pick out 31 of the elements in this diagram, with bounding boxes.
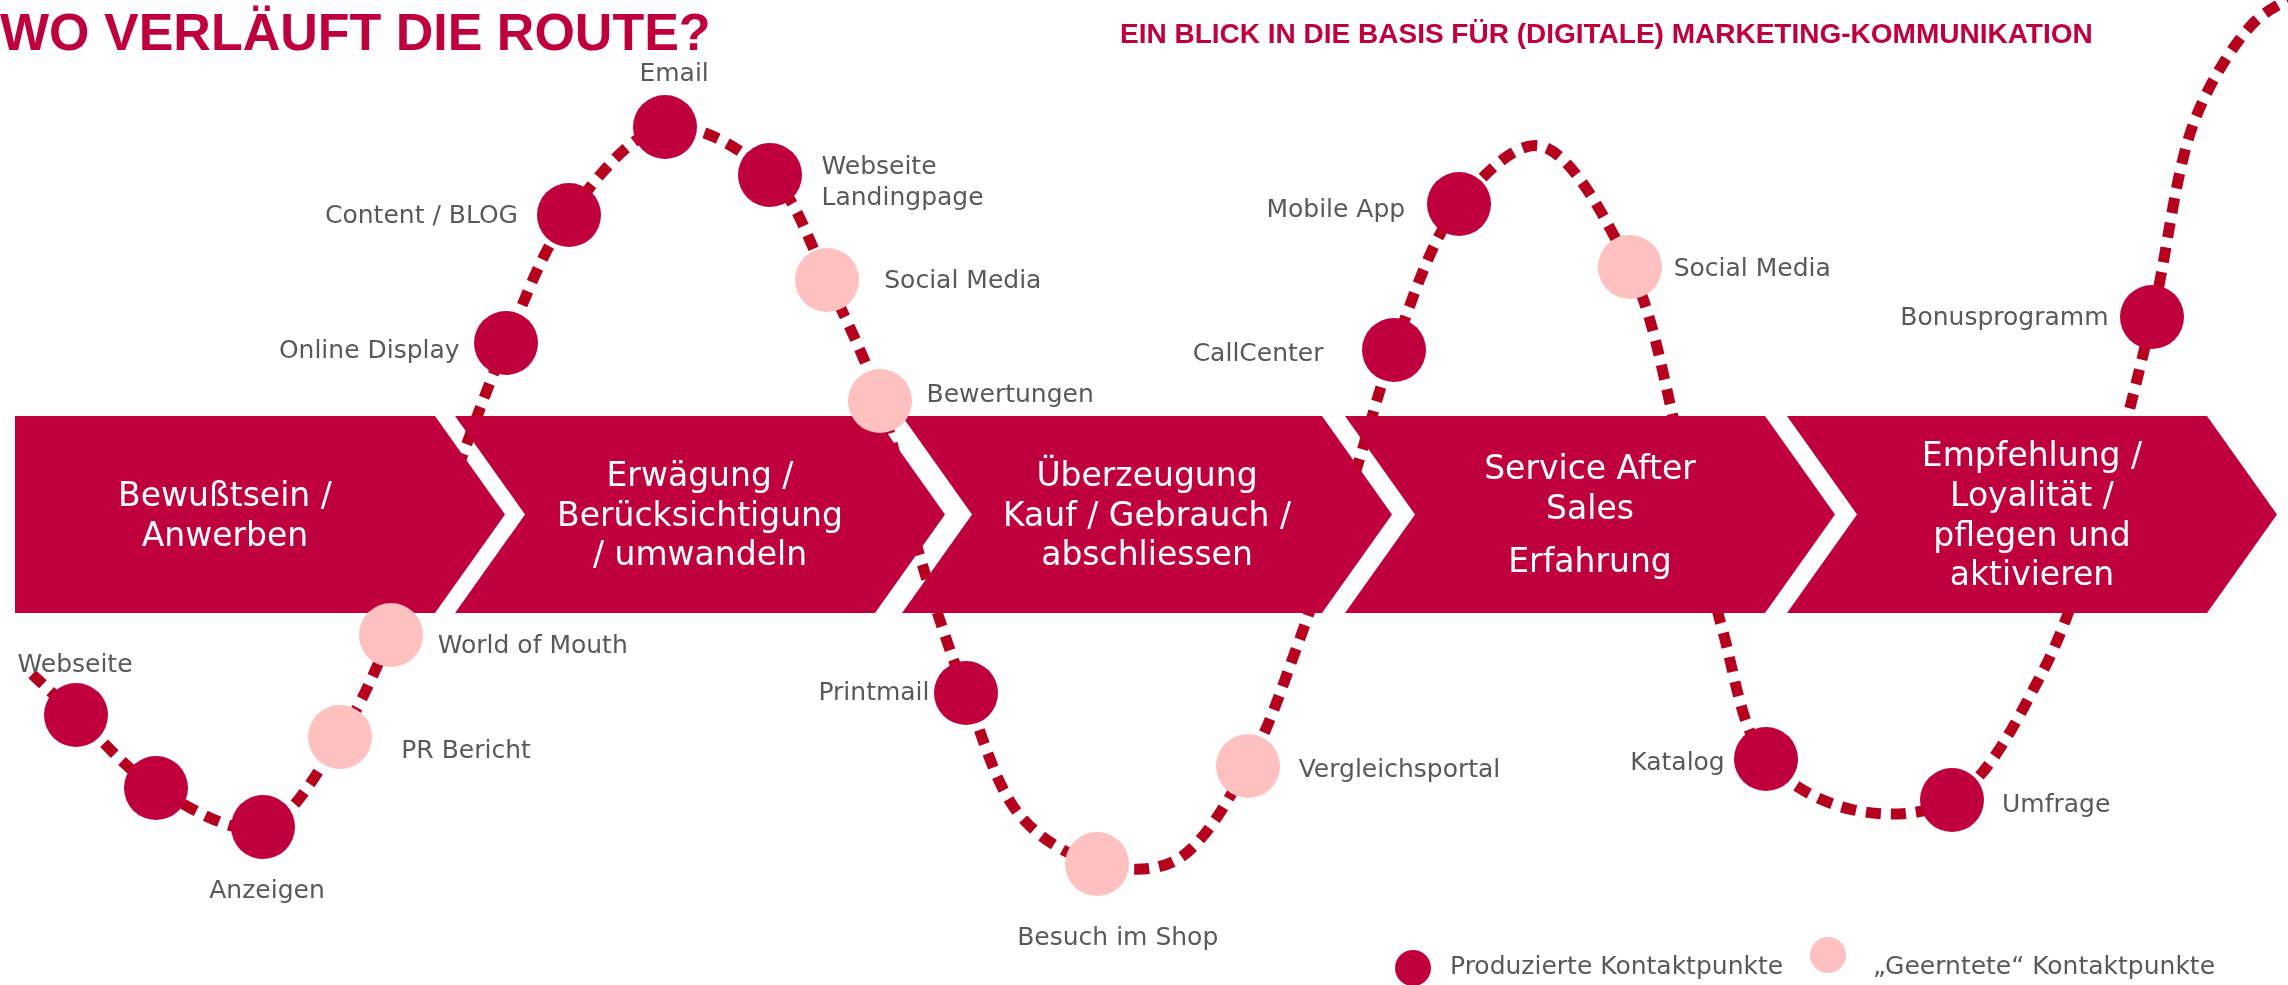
touchpoint-label: Webseite Landingpage: [821, 149, 985, 213]
touchpoint-label: Bewertungen: [926, 378, 1094, 410]
touchpoint-dot: [1920, 767, 1985, 832]
touchpoint-dot: [738, 143, 803, 208]
touchpoint-label: Mobile App: [1266, 193, 1406, 225]
touchpoint-label: Anzeigen: [209, 874, 325, 906]
stage-label: Empfehlung / Loyalität / pflegen und aktivieren: [1920, 435, 2144, 594]
touchpoint-label: World of Mouth: [437, 629, 628, 661]
touchpoint-label: Umfrage: [2002, 788, 2111, 820]
touchpoint-label: Content / BLOG: [325, 198, 518, 231]
touchpoint-label: Online Display: [278, 334, 460, 366]
stage-label: Überzeugung Kauf / Gebrauch / abschliessen: [1002, 455, 1292, 574]
touchpoint-label: PR Bericht: [401, 734, 531, 766]
legend-label: Produzierte Kontaktpunkte: [1450, 950, 1784, 982]
touchpoint-label: CallCenter: [1192, 337, 1324, 369]
touchpoint-label: Bonusprogramm: [1900, 301, 2109, 333]
stage-label: Bewußtsein / Anwerben: [117, 474, 333, 555]
touchpoint-label: Printmail: [818, 676, 930, 708]
stage-label: Erfahrung: [1508, 541, 1672, 581]
touchpoint-label: Besuch im Shop: [1017, 921, 1219, 953]
touchpoint-label: Social Media: [884, 264, 1042, 296]
touchpoint-dot: [1427, 172, 1492, 237]
touchpoint-label: Webseite: [17, 648, 133, 680]
touchpoint-label: Vergleichsportal: [1298, 753, 1501, 785]
stage-label: Service After Sales: [1483, 448, 1697, 528]
stage-label: Erwägung / Berücksichtigung / umwandeln: [556, 455, 844, 574]
touchpoint-dot: [43, 683, 108, 747]
subtitle: EIN BLICK IN DIE BASIS FÜR (DIGITALE) MARKETING-KOMMUNIKATION: [1120, 18, 2093, 50]
touchpoint-label: Katalog: [1630, 746, 1725, 778]
legend-label: „Geerntete“ Kontaktpunkte: [1873, 950, 2216, 982]
touchpoint-label: Social Media: [1673, 252, 1831, 285]
